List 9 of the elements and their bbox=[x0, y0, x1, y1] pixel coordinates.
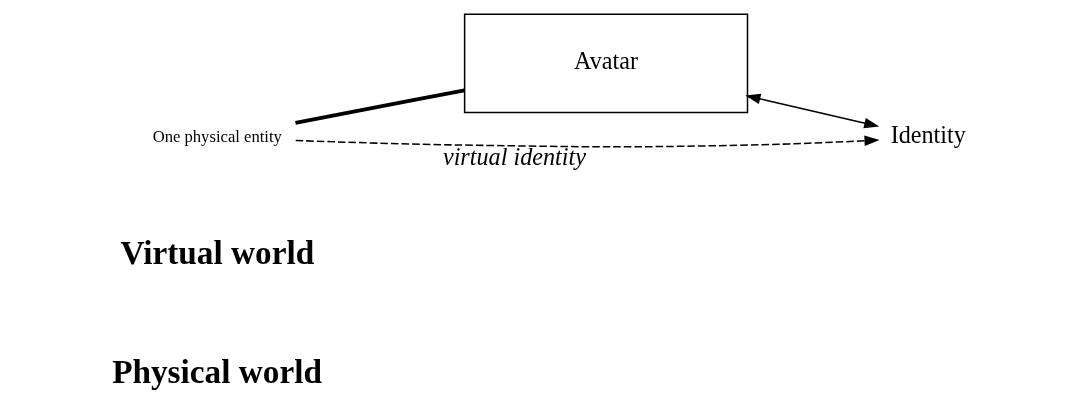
label: Virtual world bbox=[120, 233, 315, 271]
arrow bbox=[745, 93, 880, 129]
label: Physical world bbox=[112, 353, 322, 391]
node-box: Avatar bbox=[463, 13, 749, 114]
node-text: One physical entity bbox=[152, 126, 282, 146]
node-text: Identity bbox=[890, 121, 966, 149]
connector bbox=[295, 88, 465, 125]
arrow bbox=[295, 135, 880, 148]
edge-label: virtual identity bbox=[442, 142, 587, 170]
